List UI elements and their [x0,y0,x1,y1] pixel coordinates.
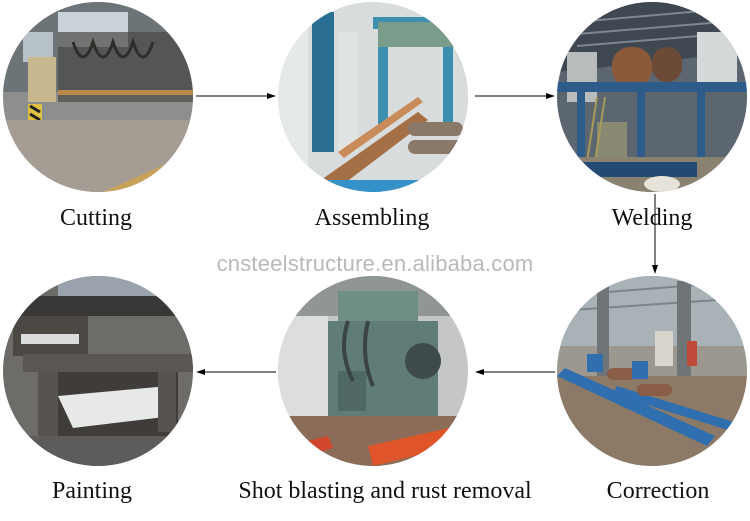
painting-beams-image [3,276,193,466]
assembling-photo [278,2,468,192]
step-label-correction: Correction [606,478,710,504]
arrow-down-icon [652,194,658,274]
shot-blasting-photo [278,276,468,466]
assembling-machine-image [278,2,468,192]
watermark-text: cnsteelstructure.en.alibaba.com [216,251,534,276]
step-label-welding: Welding [611,205,693,231]
step-label-shot-blasting: Shot blasting and rust removal [238,478,532,504]
step-label-assembling: Assembling [314,205,430,231]
welding-machine-image [557,2,747,192]
arrow-left-icon [475,369,555,375]
painting-photo [3,276,193,466]
cutting-machine-image [3,2,193,192]
arrow-right-icon [196,93,276,99]
arrow-right-icon [475,93,555,99]
step-label-cutting: Cutting [59,205,133,231]
welding-photo [557,2,747,192]
arrow-left-icon [196,369,276,375]
correction-photo [557,276,747,466]
cutting-photo [3,2,193,192]
correction-machine-image [557,276,747,466]
shot-blasting-machine-image [278,276,468,466]
step-label-painting: Painting [51,478,133,504]
